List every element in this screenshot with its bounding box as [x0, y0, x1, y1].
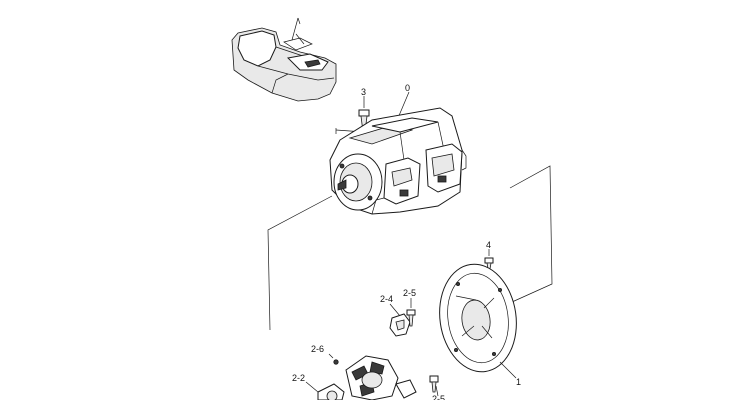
label-part-2-4: 2-4 [380, 294, 393, 304]
coupling-element [345, 355, 417, 400]
label-part-1: 1 [516, 377, 521, 387]
label-part-2-2: 2-2 [292, 373, 305, 383]
label-part-0: 0 [405, 83, 410, 93]
locator-thumbnail [231, 17, 337, 102]
label-part-2-5-upper: 2-5 [403, 288, 416, 298]
label-part-4: 4 [486, 240, 491, 250]
label-part-2-5-lower: 2-5 [432, 394, 445, 400]
part-2-6-screw [328, 353, 339, 365]
label-part-3: 3 [361, 87, 366, 97]
part-2-5-lower-bolt [429, 375, 439, 397]
part-2-2-hub [305, 381, 345, 400]
part-2-4-block [389, 303, 411, 337]
part-4-bolt [484, 249, 494, 270]
part-0-pump-assembly [329, 91, 467, 215]
part-1-housing [439, 263, 517, 379]
part-2-5-upper-bolt [406, 298, 416, 327]
label-part-2-6: 2-6 [311, 344, 324, 354]
assembly-guide-lines [267, 165, 553, 331]
